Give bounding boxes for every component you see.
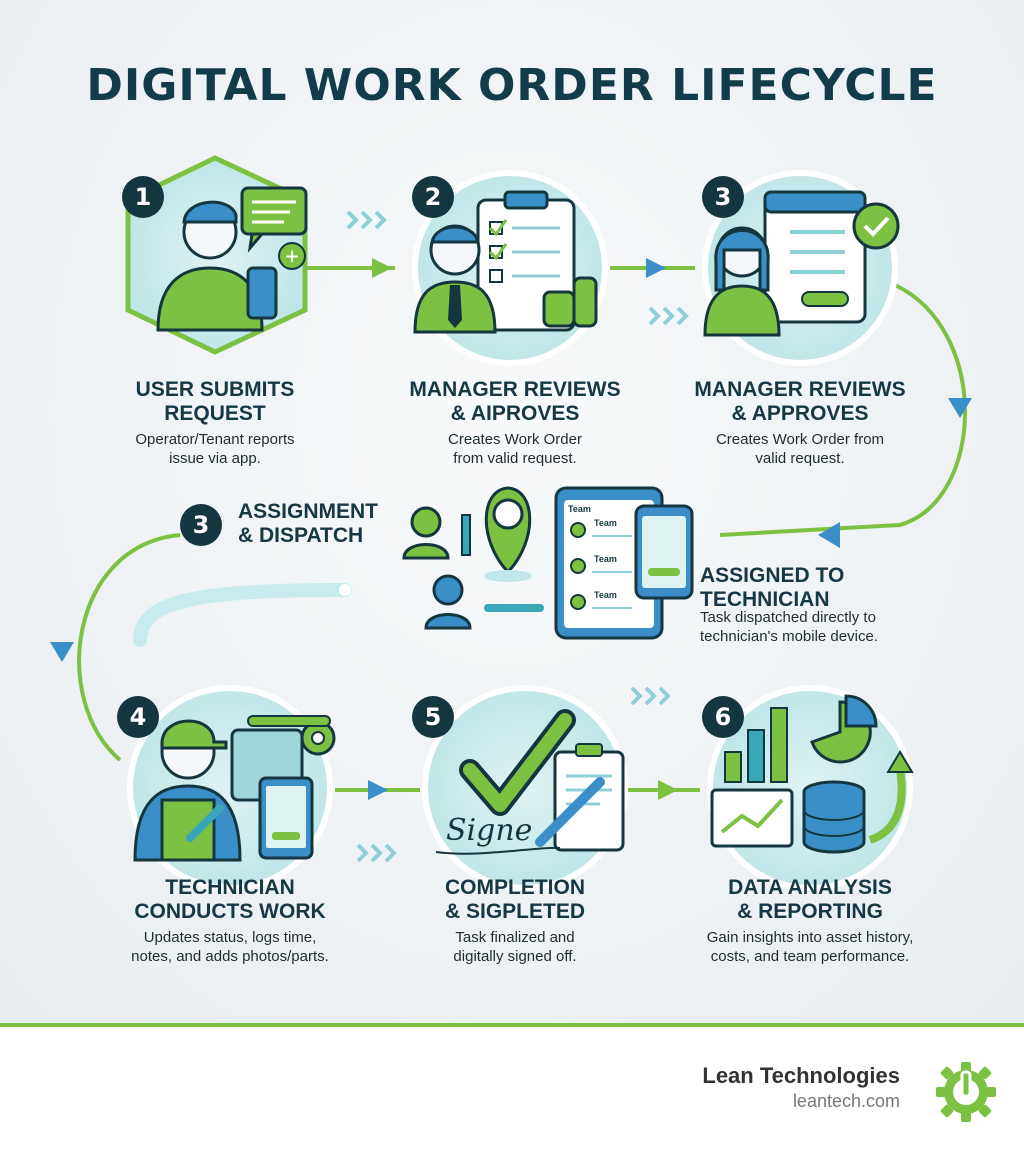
progress-bar-icon xyxy=(247,715,331,727)
step-title: COMPLETION& SIGPLETED xyxy=(444,876,586,923)
avatar-icon xyxy=(570,558,586,574)
step-badge: 5 xyxy=(412,696,454,738)
hair-icon xyxy=(182,200,238,224)
brand-url: leantech.com xyxy=(792,1091,900,1111)
checkbox-icon xyxy=(489,269,503,283)
team-label: Team xyxy=(594,590,617,600)
step-title: DATA ANALYSIS& REPORTING xyxy=(728,876,892,923)
svg-text:+: + xyxy=(284,246,299,267)
team-label: Team xyxy=(568,504,591,514)
team-label: Team xyxy=(594,518,617,528)
step-badge: 2 xyxy=(412,176,454,218)
wrench-icon xyxy=(461,514,471,556)
signature-text: Signe xyxy=(446,813,532,848)
step-title: MANAGER REVIEWS& AIPROVES xyxy=(409,378,621,425)
woman-body-icon xyxy=(703,284,781,337)
brand-logo-icon xyxy=(936,1062,996,1122)
line-chart-icon xyxy=(710,788,794,848)
tie-icon xyxy=(448,285,462,328)
brand-block: Lean Technologies leantech.com xyxy=(702,1063,900,1112)
bar-icon xyxy=(770,707,788,783)
step-badge: 3 xyxy=(180,504,222,546)
arrow-right-icon xyxy=(646,258,666,278)
step-description: Updates status, logs time,notes, and add… xyxy=(131,929,329,965)
person-icon xyxy=(410,506,442,538)
step-description: Gain insights into asset history,costs, … xyxy=(706,929,914,965)
step-title: ASSIGNMENT& DISPATCH xyxy=(238,500,379,547)
step-3-illustration xyxy=(702,170,900,366)
step-badge: 4 xyxy=(117,696,159,738)
avatar-icon xyxy=(570,594,586,610)
footer-divider xyxy=(0,1023,1024,1027)
step-6-illustration xyxy=(707,685,914,891)
approve-button-icon xyxy=(801,291,849,307)
step-5-illustration: Signe xyxy=(422,685,628,891)
dispatch-illustration: Team Team Team Team xyxy=(402,486,694,640)
page-title: DIGITAL WORK ORDER LIFECYCLE xyxy=(86,60,938,111)
growth-arrow-icon xyxy=(868,769,906,844)
step-title: MANAGER REVIEWS& APPROVES xyxy=(694,378,906,425)
check-circle-icon xyxy=(852,202,900,250)
checkmark-icon xyxy=(463,713,572,812)
step-badge: 3 xyxy=(702,176,744,218)
step-4-illustration xyxy=(127,685,336,891)
arrow-down-icon xyxy=(948,398,972,418)
arrow-down-icon xyxy=(50,642,74,662)
arrow-right-icon xyxy=(368,780,388,800)
avatar-icon xyxy=(570,522,586,538)
sparkle-icon xyxy=(339,584,351,596)
bar-icon xyxy=(747,729,765,783)
bar-icon xyxy=(724,751,742,783)
team-label: Team xyxy=(594,554,617,564)
plus-icon xyxy=(278,242,306,270)
cap-icon xyxy=(160,719,228,750)
document-icon xyxy=(553,750,625,852)
step-2-illustration xyxy=(412,170,608,366)
wrench-icon xyxy=(186,804,224,842)
phone-icon xyxy=(246,266,278,320)
step-badge: 1 xyxy=(122,176,164,218)
lifecycle-diagram: + xyxy=(50,155,972,891)
flow-connectors xyxy=(77,266,967,792)
arrow-right-icon xyxy=(658,780,678,800)
glow-swoosh xyxy=(133,583,352,647)
arrow-left-icon xyxy=(818,522,840,548)
step-badge: 6 xyxy=(702,696,744,738)
flow-arrowheads xyxy=(50,258,972,800)
arrow-right-icon xyxy=(372,258,392,278)
person-icon xyxy=(432,574,464,606)
thumbs-up-icon xyxy=(542,290,576,328)
brand-name: Lean Technologies xyxy=(702,1063,900,1088)
chevron-accents xyxy=(346,210,689,863)
pen-icon xyxy=(535,777,605,847)
